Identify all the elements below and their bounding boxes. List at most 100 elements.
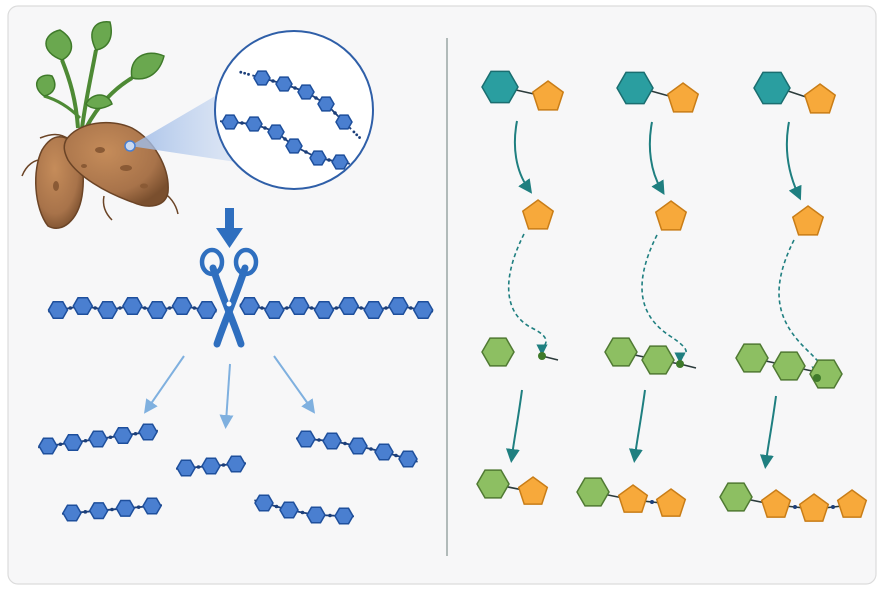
orange-pentagon-unit bbox=[798, 493, 830, 522]
glucose-unit bbox=[285, 138, 303, 154]
glycosidic-bond bbox=[309, 306, 314, 310]
glucose-unit bbox=[334, 507, 354, 525]
glycosidic-bond bbox=[133, 431, 138, 436]
glycosidic-bond bbox=[293, 86, 297, 90]
zoom-chain-upper bbox=[239, 70, 361, 139]
glycosidic-bond bbox=[196, 465, 201, 469]
green-hexagon-unit bbox=[772, 351, 806, 381]
product-bond bbox=[793, 505, 797, 509]
glycosidic-bond bbox=[83, 438, 88, 443]
glycosidic-bond bbox=[359, 306, 364, 310]
down-arrow-icon bbox=[216, 208, 243, 248]
glycosidic-bond bbox=[110, 507, 114, 512]
zoom-origin-dot bbox=[124, 140, 136, 152]
orange-pentagon-unit bbox=[517, 476, 549, 505]
fragment-3 bbox=[175, 455, 247, 477]
cleavage-arrow bbox=[513, 120, 533, 194]
cleavage-arrow bbox=[648, 121, 665, 196]
glucose-unit bbox=[297, 84, 315, 100]
glucose-unit bbox=[113, 426, 133, 445]
transfer-arrow bbox=[507, 233, 548, 356]
glucose-unit bbox=[313, 301, 335, 319]
glycosidic-bond bbox=[328, 513, 332, 518]
glucose-unit bbox=[338, 297, 360, 315]
acceptor-molecule bbox=[604, 337, 697, 375]
starch-fragments bbox=[37, 423, 418, 525]
chain-continuation-dot bbox=[352, 130, 356, 134]
orange-pentagon-unit bbox=[760, 489, 792, 518]
glucose-unit bbox=[62, 504, 82, 522]
reaction-column-1 bbox=[476, 70, 565, 505]
glycosidic-bond bbox=[271, 79, 275, 83]
glycosidic-bond bbox=[334, 306, 339, 310]
glycosidic-bond bbox=[300, 510, 305, 515]
scissors-icon bbox=[199, 247, 259, 348]
acceptor-molecule bbox=[735, 343, 843, 389]
zoom-chain-lower bbox=[219, 114, 350, 170]
donor-bond bbox=[787, 90, 807, 98]
split-arrow-middle bbox=[219, 363, 234, 429]
glucose-unit bbox=[138, 423, 158, 441]
glycosidic-bond bbox=[394, 453, 398, 458]
glycosidic-bond bbox=[260, 306, 264, 310]
glucose-unit bbox=[115, 499, 136, 517]
glucose-unit bbox=[348, 437, 368, 455]
glucose-unit bbox=[317, 96, 335, 112]
glucose-unit bbox=[264, 301, 285, 319]
product-arrow bbox=[759, 395, 777, 469]
green-hexagon-unit bbox=[481, 337, 515, 367]
glycosidic-bond bbox=[68, 306, 73, 310]
glucose-unit bbox=[309, 150, 327, 166]
glycosidic-bond bbox=[314, 96, 318, 100]
teal-hexagon-unit bbox=[753, 71, 791, 105]
glucose-unit bbox=[296, 430, 316, 448]
glucose-unit bbox=[275, 76, 293, 92]
glycosidic-bond bbox=[136, 505, 141, 509]
glycosidic-bond bbox=[83, 510, 88, 514]
acceptor-attachment-site bbox=[676, 360, 684, 368]
glycosidic-bond bbox=[192, 306, 197, 310]
orange-pentagon-unit bbox=[836, 489, 868, 518]
zoom-circle-icon bbox=[214, 30, 374, 190]
released-pentagon-unit bbox=[791, 205, 825, 236]
glycosidic-bond bbox=[221, 463, 226, 467]
glucose-unit bbox=[412, 301, 434, 319]
glucose-unit bbox=[171, 297, 193, 315]
glucose-unit bbox=[245, 116, 263, 132]
glycosidic-bond bbox=[285, 306, 289, 310]
donor-bond bbox=[650, 90, 670, 97]
glucose-unit bbox=[267, 124, 285, 140]
chain-continuation-dot bbox=[355, 133, 359, 137]
fragment-2 bbox=[61, 497, 163, 522]
acceptor-molecule bbox=[481, 337, 559, 367]
split-arrow-left bbox=[144, 355, 185, 414]
acceptor-attachment-site bbox=[538, 352, 546, 360]
glycosidic-bond bbox=[108, 435, 113, 440]
glycosidic-bond bbox=[274, 504, 279, 509]
glycosidic-bond bbox=[118, 306, 122, 310]
fragment-1 bbox=[37, 423, 159, 455]
teal-hexagon-unit bbox=[616, 71, 654, 105]
long-chain-left-part bbox=[47, 297, 218, 319]
glucose-unit bbox=[201, 457, 221, 475]
glucose-unit bbox=[142, 497, 162, 515]
green-hexagon-unit bbox=[809, 359, 843, 389]
orange-pentagon-unit bbox=[655, 488, 687, 517]
left-panel bbox=[21, 21, 434, 525]
chain-continuation-dot bbox=[247, 72, 250, 76]
glucose-unit bbox=[63, 433, 83, 452]
product-arrow bbox=[505, 389, 523, 463]
green-hexagon-unit bbox=[604, 337, 638, 367]
glycosidic-bond bbox=[283, 137, 287, 141]
green-hexagon-unit bbox=[576, 477, 610, 507]
glucose-unit bbox=[306, 506, 326, 524]
teal-hexagon-unit bbox=[481, 70, 519, 104]
glycosidic-bond bbox=[263, 126, 267, 130]
glucose-unit bbox=[363, 301, 384, 319]
chain-continuation-dot bbox=[239, 70, 243, 74]
glycosidic-bond bbox=[409, 306, 413, 310]
donor-bond bbox=[515, 89, 535, 95]
long-starch-chain bbox=[47, 297, 434, 319]
glucose-unit bbox=[146, 301, 168, 319]
